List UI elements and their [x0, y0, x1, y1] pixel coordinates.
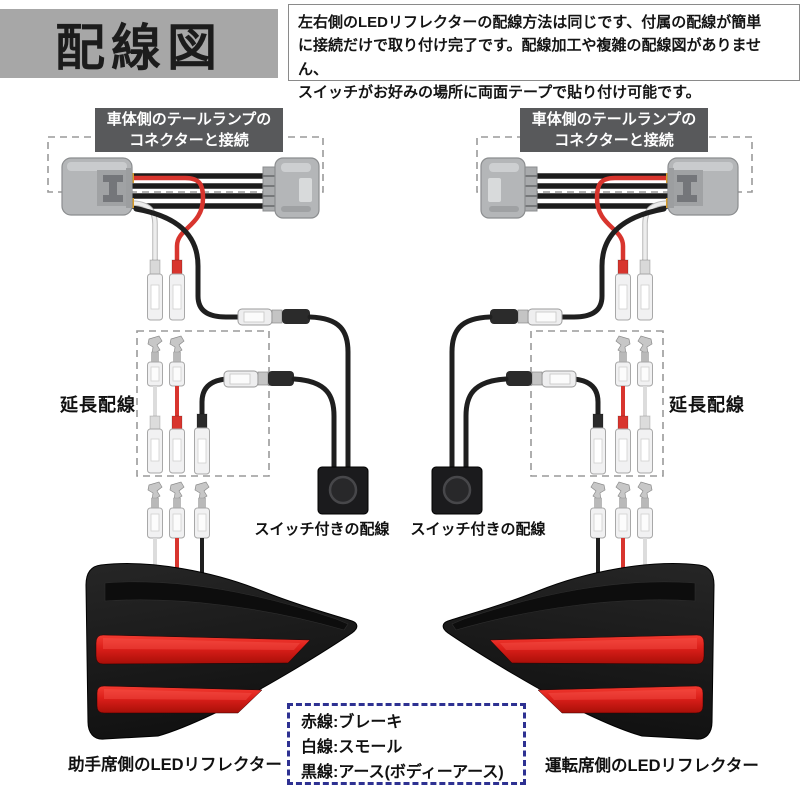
description-line-3: スイッチがお好みの場所に両面テープで貼り付け可能です。 — [298, 83, 701, 101]
legend-white-line: 白線:スモール — [301, 738, 403, 756]
switch-label-left: スイッチ付きの配線 — [254, 521, 390, 538]
switch-label-right: スイッチ付きの配線 — [410, 521, 546, 538]
connector-label-left: 車体側のテールランプの コネクターと接続 — [95, 108, 283, 152]
left-wiring-assembly — [48, 137, 368, 739]
description-box: 左右側のLEDリフレクターの配線方法は同じです、付属の配線が簡単 に接続だけで取… — [288, 4, 800, 101]
wire-color-legend: 赤線:ブレーキ 白線:スモール 黒線:アース(ボディーアース) — [287, 703, 526, 785]
page-title: 配線図 — [0, 9, 278, 78]
extension-label-right: 延長配線 — [669, 395, 745, 415]
right-wiring-assembly-mirrored — [432, 137, 752, 739]
reflector-label-left: 助手席側のLEDリフレクター — [68, 756, 282, 774]
connector-label-right: 車体側のテールランプの コネクターと接続 — [520, 108, 708, 152]
extension-label-left: 延長配線 — [60, 395, 136, 415]
description-line-2: に接続だけで取り付け完了です。配線加工や複雑の配線図がありません、 — [298, 37, 762, 78]
legend-black-line: 黒線:アース(ボディーアース) — [301, 763, 504, 781]
legend-red-line: 赤線:ブレーキ — [301, 714, 403, 731]
reflector-label-right: 運転席側のLEDリフレクター — [545, 757, 759, 775]
description-line-1: 左右側のLEDリフレクターの配線方法は同じです、付属の配線が簡単 — [298, 14, 762, 31]
